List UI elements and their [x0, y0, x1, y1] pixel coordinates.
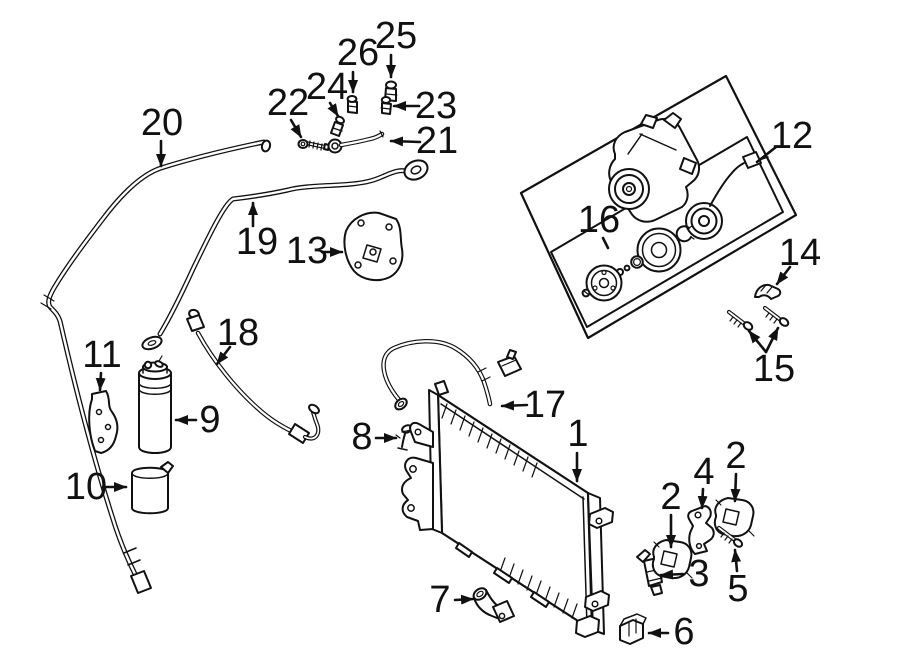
- part-20-pipe: [40, 139, 272, 594]
- part-2-insulator-lower: [651, 539, 693, 580]
- callout-20: 20: [141, 102, 183, 144]
- callout-12: 12: [771, 115, 813, 157]
- part-14-clip: [754, 283, 782, 300]
- part-16-clutch-kit-box: [550, 136, 784, 328]
- callout-16-leader: [601, 236, 610, 250]
- part-5-bolt: [716, 525, 744, 548]
- callout-17: 17: [524, 384, 566, 426]
- part-1-condenser: [401, 380, 614, 638]
- callout-15-leader: [747, 329, 768, 354]
- part-24-valve: [330, 115, 345, 137]
- callout-17-leader: [500, 400, 529, 411]
- callout-24: 24: [306, 66, 348, 108]
- part-6-mount: [619, 613, 647, 645]
- callout-7: 7: [429, 579, 450, 621]
- callout-2-leader: [730, 472, 741, 503]
- part-26-cap: [346, 95, 358, 114]
- callout-23: 23: [415, 85, 457, 127]
- callout-15: 15: [753, 348, 795, 390]
- callout-24-leader: [327, 101, 340, 118]
- callout-11: 11: [82, 334, 121, 376]
- callout-26: 26: [337, 32, 379, 74]
- callout-14-leader: [775, 265, 792, 286]
- part-9-receiver-drier: [138, 355, 172, 454]
- part-18-hose: [186, 308, 321, 444]
- part-13-bracket: [343, 211, 404, 282]
- callout-5-leader: [731, 548, 742, 573]
- compressor-illustration: [608, 112, 701, 223]
- callout-22-leader: [289, 118, 303, 139]
- callout-1: 1: [567, 413, 588, 455]
- part-22-screw: [297, 139, 330, 151]
- part-12-compressor-kit-box: [519, 74, 798, 340]
- callout-15-leader: [764, 326, 780, 354]
- callout-14: 14: [779, 232, 821, 274]
- part-3-switch: [636, 549, 663, 596]
- callout-16: 16: [578, 199, 620, 241]
- callout-18: 18: [217, 312, 259, 354]
- part-17-hose: [381, 339, 522, 411]
- callout-2: 2: [725, 435, 746, 477]
- callout-12-leader: [755, 145, 778, 164]
- callout-13: 13: [286, 230, 328, 272]
- callout-8: 8: [351, 416, 372, 458]
- callout-21: 21: [416, 120, 458, 162]
- callout-4-leader: [697, 487, 708, 510]
- part-23-valve: [380, 96, 392, 115]
- callout-6: 6: [673, 611, 694, 653]
- part-10-clamp: [131, 461, 174, 515]
- callout-25: 25: [375, 15, 417, 57]
- part-4-bracket: [687, 505, 715, 555]
- callout-19: 19: [236, 221, 278, 263]
- callout-22: 22: [267, 82, 309, 124]
- callout-9: 9: [199, 399, 220, 441]
- part-2-insulator-upper: [713, 497, 755, 538]
- callout-7-leader: [453, 594, 475, 605]
- part-21-pipe-fitting: [327, 130, 385, 154]
- part-19-pipe: [141, 159, 429, 351]
- callout-4: 4: [693, 451, 714, 493]
- callout-21-leader: [389, 136, 422, 147]
- callout-3: 3: [688, 553, 709, 595]
- clutch-parts-illustration: [581, 151, 769, 302]
- part-11-bracket: [88, 390, 119, 454]
- callout-2: 2: [660, 476, 681, 518]
- callout-11-leader: [95, 371, 106, 392]
- callout-18-leader: [215, 345, 232, 366]
- part-15-bolts: [726, 305, 790, 331]
- callout-5: 5: [727, 568, 748, 610]
- callout-3-leader: [659, 569, 685, 580]
- part-7-bracket: [472, 587, 515, 623]
- callout-10: 10: [65, 466, 107, 508]
